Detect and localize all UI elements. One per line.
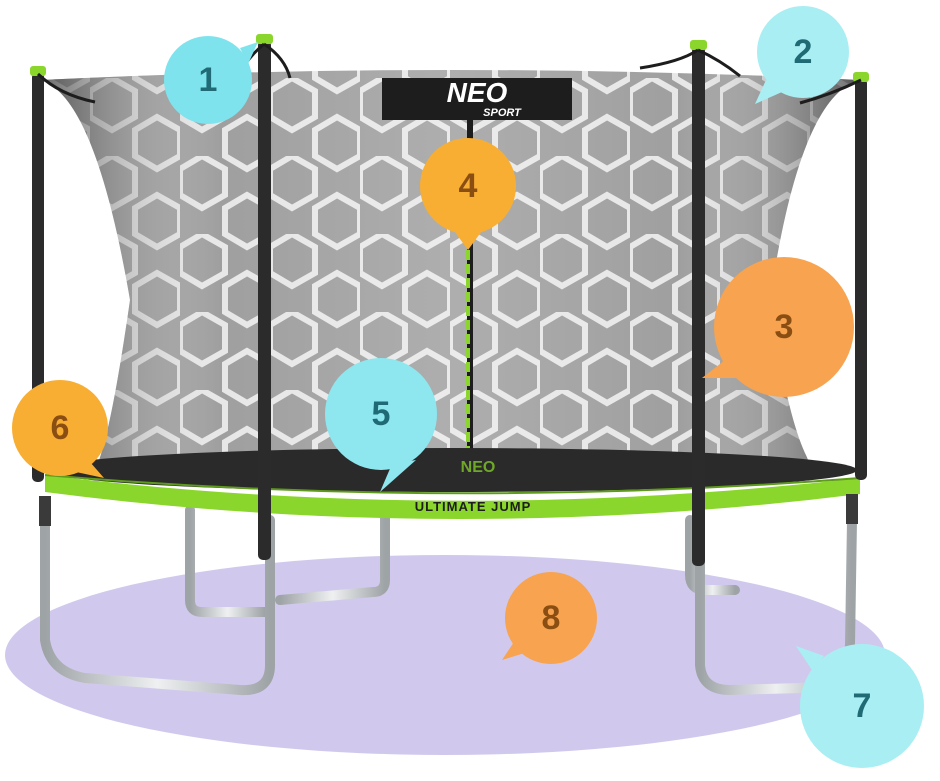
callout-7-label: 7 [853, 687, 872, 725]
callout-6-label: 6 [51, 409, 70, 447]
callout-6: 6 [12, 380, 108, 478]
leg-sleeves [39, 494, 858, 526]
pad-text: ULTIMATE JUMP [415, 499, 532, 514]
callout-1-label: 1 [199, 61, 218, 99]
safety-net [40, 70, 860, 470]
callout-3-label: 3 [775, 308, 794, 346]
safety-padding: ULTIMATE JUMP [44, 474, 861, 520]
callout-8-label: 8 [542, 599, 561, 637]
jumping-mat [47, 448, 857, 492]
callout-5-label: 5 [372, 395, 391, 433]
callout-8: 8 [502, 572, 597, 664]
callout-1: 1 [164, 36, 258, 124]
callout-4-label: 4 [459, 167, 478, 205]
frame-legs [40, 505, 857, 696]
callout-2: 2 [755, 6, 849, 104]
callout-5: 5 [325, 358, 437, 492]
floor-shadow [5, 555, 885, 755]
callout-3: 3 [702, 257, 854, 397]
net-logo-sub: SPORT [483, 107, 522, 119]
callout-4: 4 [420, 138, 516, 250]
net-poles [30, 34, 869, 566]
net-logo-banner: NEO SPORT [382, 77, 572, 120]
mat-logo: NEO [461, 459, 496, 476]
net-logo-main: NEO [447, 77, 508, 108]
callout-2-label: 2 [794, 33, 813, 71]
callout-7: 7 [796, 644, 924, 768]
callouts: 1 2 3 4 5 6 7 [12, 6, 924, 768]
